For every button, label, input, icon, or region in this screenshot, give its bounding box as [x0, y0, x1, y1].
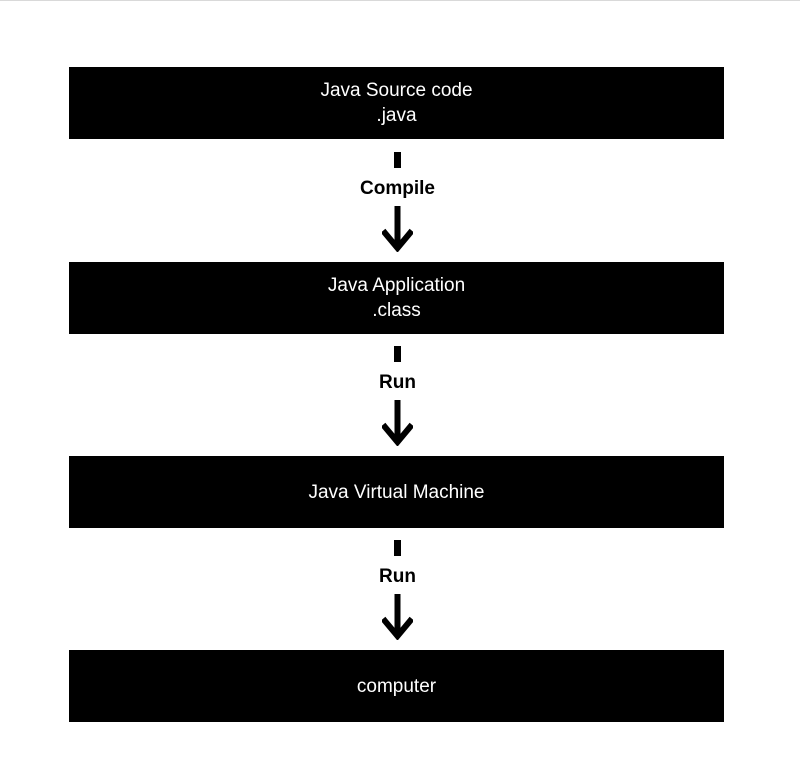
connector-dash	[394, 540, 401, 556]
node-title: Java Virtual Machine	[308, 481, 485, 503]
node-extension: .java	[376, 105, 417, 126]
connector-dash	[394, 152, 401, 168]
node-java-application: Java Application .class	[69, 262, 724, 334]
node-title: computer	[356, 675, 437, 697]
node-computer: computer	[69, 650, 724, 722]
edge-label: Run	[379, 372, 416, 393]
arrow-down-icon	[382, 594, 413, 640]
edge-run-2: Run	[340, 540, 455, 640]
node-java-source-code: Java Source code .java	[69, 67, 724, 139]
edge-label: Compile	[360, 178, 435, 199]
connector-dash	[394, 346, 401, 362]
node-title: Java Source code	[320, 80, 473, 101]
node-extension: .class	[372, 300, 421, 321]
top-border	[0, 0, 800, 1]
node-java-virtual-machine: Java Virtual Machine	[69, 456, 724, 528]
node-title: Java Application	[327, 275, 466, 296]
arrow-down-icon	[382, 400, 413, 446]
edge-compile: Compile	[340, 152, 455, 252]
edge-run-1: Run	[340, 346, 455, 446]
edge-label: Run	[379, 566, 416, 587]
arrow-down-icon	[382, 206, 413, 252]
